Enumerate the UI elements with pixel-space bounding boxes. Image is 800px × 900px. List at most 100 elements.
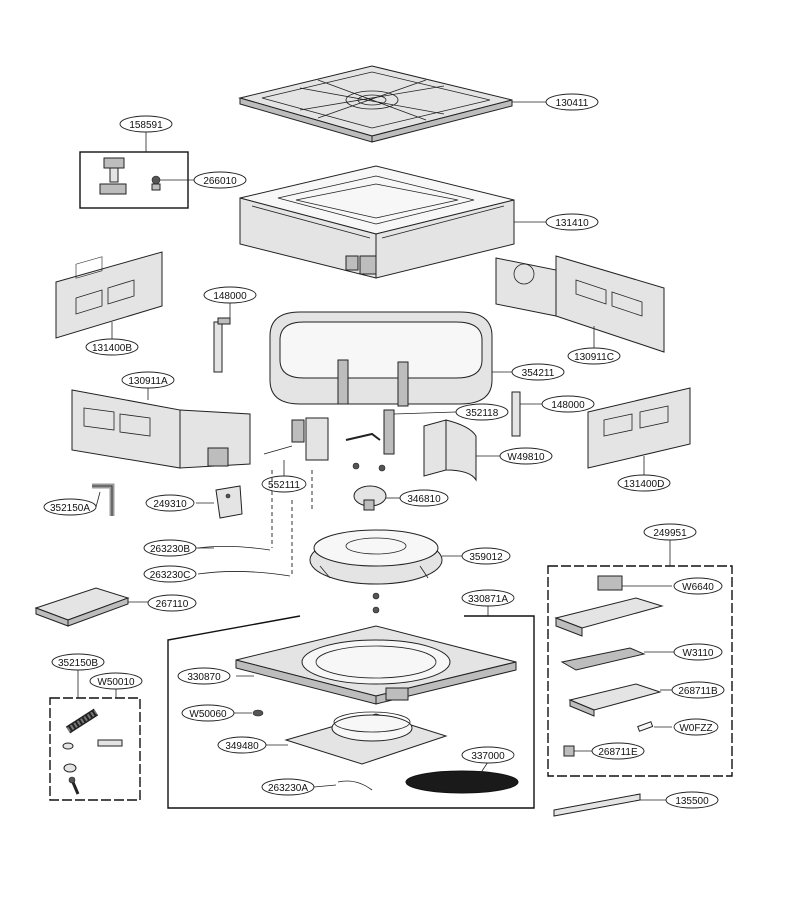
- part-352150a-pipe: [92, 483, 115, 516]
- part-354211-drain-pan: [269, 311, 512, 407]
- part-552111-valve: [263, 417, 329, 478]
- callout-label: 249951: [653, 528, 687, 539]
- callout-label: 359012: [469, 552, 503, 563]
- part-control-box-cover: [554, 597, 664, 637]
- callout-label: 337000: [471, 751, 505, 762]
- part-249310-bracket: [196, 485, 243, 519]
- callout-label: 131400B: [92, 343, 132, 354]
- callout-label: 268711B: [678, 686, 718, 697]
- callout-label: 130911C: [574, 352, 614, 363]
- callout-label: 130911A: [128, 376, 168, 387]
- callout-label: 148000: [551, 400, 585, 411]
- callout-346810: 346810: [399, 489, 449, 507]
- part-130911a-panel: [71, 388, 251, 469]
- part-352118-pipe: [345, 409, 457, 455]
- callout-158591: 158591: [119, 115, 173, 133]
- part-w0fzz-fuse: [637, 721, 672, 732]
- callout-label: 552111: [268, 480, 300, 491]
- callout-label: 158591: [129, 120, 163, 131]
- callout-130911a: 130911A: [121, 371, 175, 389]
- callout-label: W49810: [507, 452, 545, 463]
- part-268711e-board: [563, 745, 594, 757]
- part-w6640-connector: [597, 575, 672, 591]
- group-249951: [547, 540, 733, 777]
- callout-label: 148000: [213, 291, 247, 302]
- part-346810-motor: [352, 462, 400, 511]
- callout-w0fzz: W0FZZ: [673, 718, 719, 736]
- callout-w50060: W50060: [181, 704, 235, 722]
- callout-w6640: W6640: [673, 577, 723, 595]
- part-w3110-terminal: [560, 647, 674, 671]
- part-330870-base-frame: [235, 625, 517, 705]
- callout-330870: 330870: [177, 667, 231, 685]
- callout-249310: 249310: [145, 494, 195, 512]
- callout-352150b: 352150B: [51, 653, 105, 671]
- callout-label: 352150B: [58, 658, 98, 669]
- part-263230b-cable: [196, 546, 271, 551]
- callout-135500: 135500: [665, 791, 719, 809]
- callout-w50010: W50010: [89, 672, 143, 690]
- callout-label: 130411: [556, 98, 589, 109]
- part-268711b-pcb: [568, 683, 672, 717]
- callout-349480: 349480: [217, 736, 267, 754]
- callout-268711b: 268711B: [671, 681, 725, 699]
- part-135500-plate: [553, 793, 666, 817]
- callout-148000-left: 148000: [203, 286, 257, 304]
- callout-label: W0FZZ: [679, 723, 712, 734]
- callout-w49810: W49810: [499, 447, 553, 465]
- part-131400d-panel: [587, 387, 691, 476]
- part-w49810-panel: [423, 419, 500, 482]
- callout-130911c: 130911C: [567, 347, 621, 365]
- callout-266010: 266010: [193, 171, 247, 189]
- callout-552111: 552111: [261, 475, 307, 493]
- callout-263230c: 263230C: [143, 565, 197, 583]
- callout-w3110: W3110: [673, 643, 723, 661]
- part-131410-cabinet: [239, 165, 546, 279]
- callout-label: 349480: [225, 741, 259, 752]
- part-267110-control-box: [34, 587, 148, 627]
- group-w50010: [49, 670, 141, 801]
- part-337000-filter: [405, 761, 519, 794]
- callout-330871a: 330871A: [461, 589, 515, 607]
- callout-label: 131410: [555, 218, 589, 229]
- callout-label: 263230C: [150, 570, 191, 581]
- callout-label: 352150A: [50, 503, 90, 514]
- part-148000-bracket-left: [213, 302, 231, 373]
- callout-131410: 131410: [545, 213, 599, 231]
- callout-label: W3110: [683, 648, 714, 659]
- callout-263230b: 263230B: [143, 539, 197, 557]
- part-130411-grille: [238, 65, 546, 143]
- callout-263230a: 263230A: [261, 778, 315, 796]
- callout-label: 346810: [407, 494, 441, 505]
- callout-268711e: 268711E: [591, 742, 645, 760]
- callout-148000-right: 148000: [541, 395, 595, 413]
- callout-130411: 130411: [545, 93, 599, 111]
- part-263230c-cable: [197, 571, 291, 577]
- part-w50010-accessories: [62, 708, 123, 795]
- callout-label: 354211: [522, 368, 555, 379]
- callout-label: 249310: [153, 499, 187, 510]
- callout-352150a: 352150A: [43, 498, 97, 516]
- callout-label: 352118: [466, 408, 499, 419]
- callout-354211: 354211: [511, 363, 565, 381]
- callout-337000: 337000: [461, 746, 515, 764]
- part-263230a-cable: [313, 780, 373, 791]
- callout-label: 135500: [675, 796, 709, 807]
- callout-label: W50010: [97, 677, 135, 688]
- part-148000-bracket-right: [511, 391, 544, 437]
- group-330871a: [167, 606, 535, 809]
- part-w50060-screw: [234, 709, 264, 717]
- part-131400b-panel: [55, 251, 163, 340]
- callout-131400b: 131400B: [85, 338, 139, 356]
- callout-label: W6640: [682, 582, 714, 593]
- callout-label: 263230A: [268, 783, 308, 794]
- callout-label: 330870: [187, 672, 221, 683]
- callout-label: 131400D: [624, 479, 665, 490]
- part-349480-bell-mouth: [266, 711, 448, 765]
- part-359012-fan: [309, 529, 462, 614]
- callout-131400d: 131400D: [617, 474, 671, 492]
- callout-label: W50060: [189, 709, 227, 720]
- callout-359012: 359012: [461, 547, 511, 565]
- callout-label: 330871A: [468, 594, 508, 605]
